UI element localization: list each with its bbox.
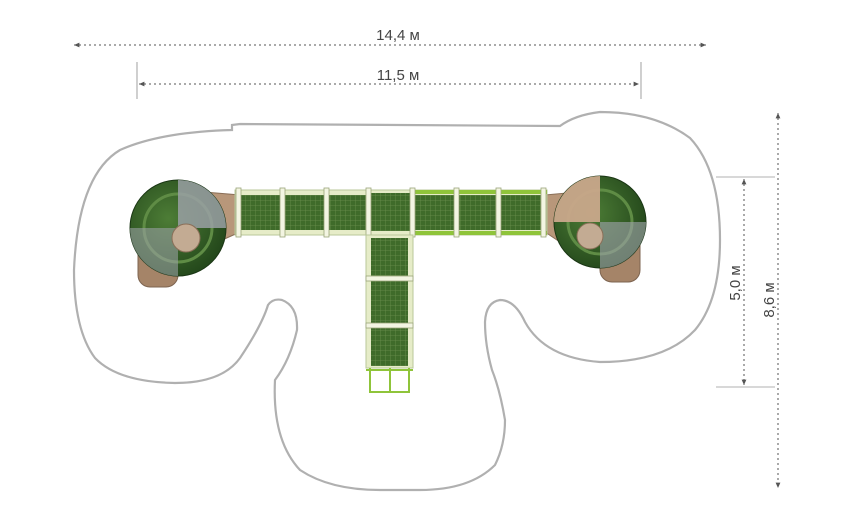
accent-rail — [412, 190, 547, 194]
structure-depth-label: 5,0 м — [727, 265, 744, 300]
stem-posts — [365, 275, 414, 329]
dimension-overall-width: 14,4 м — [74, 27, 706, 48]
overall-width-label: 14,4 м — [376, 27, 420, 44]
dimension-overall-depth: 8,6 м — [761, 113, 781, 488]
deck-panel — [240, 195, 280, 230]
dimension-structure-depth: 5,0 м — [716, 176, 775, 388]
overall-depth-label: 8,6 м — [761, 282, 778, 317]
tube-slide-left-icon — [129, 179, 227, 288]
deck-panel — [458, 195, 496, 230]
deck-panel — [370, 193, 410, 231]
deck-panel — [371, 328, 408, 366]
tube-slide-right-icon — [553, 175, 647, 283]
deck-panel — [284, 195, 324, 230]
safety-zone-outline — [72, 110, 722, 492]
playground-structure — [129, 175, 647, 393]
ladder-icon — [366, 368, 413, 393]
structure-width-label: 11,5 м — [377, 67, 420, 84]
deck-panel — [328, 195, 366, 230]
dimension-structure-width: 11,5 м — [136, 62, 642, 99]
deck-panel — [500, 195, 542, 230]
deck-posts — [235, 187, 547, 238]
deck-panel — [414, 195, 454, 230]
deck-panel — [371, 238, 408, 276]
deck-panel — [371, 281, 408, 323]
accent-rail — [412, 231, 547, 235]
